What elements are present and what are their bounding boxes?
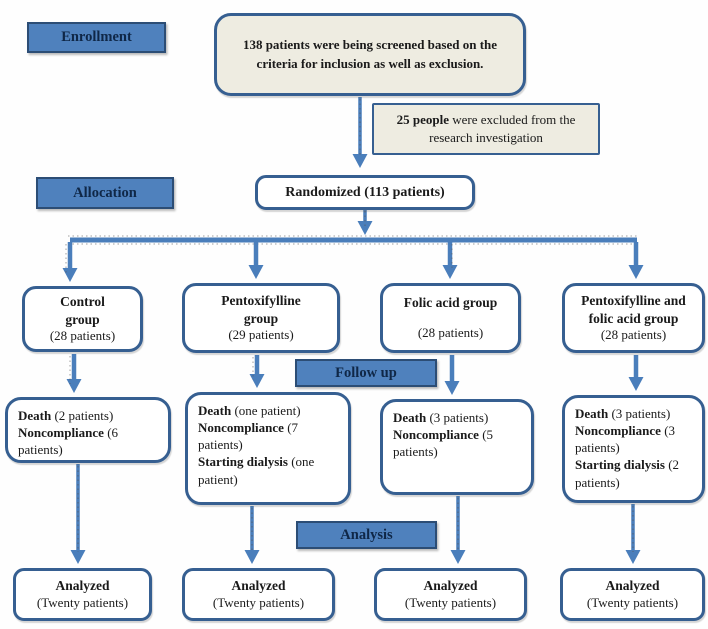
followup-line: Starting dialysis (2 patients): [575, 457, 680, 490]
group-count: (29 patients): [228, 327, 294, 343]
stage-label-follow-up-text: Follow up: [335, 364, 397, 381]
group-title: Folic acid group: [403, 295, 498, 311]
followup-line: Death (3 patients): [393, 410, 489, 425]
group-box-folic-acid: Folic acid group (28 patients): [380, 283, 521, 353]
group-title: Pentoxifylline group: [221, 293, 301, 326]
group-box-control: Control group (28 patients): [22, 286, 143, 352]
followup-box-pentoxifylline: Death (one patient) Noncompliance (7 pat…: [185, 392, 351, 505]
group-count: (28 patients): [600, 327, 667, 343]
followup-box-pentoxifylline-folic: Death (3 patients) Noncompliance (3 pati…: [562, 395, 705, 503]
group-box-pentoxifylline-folic: Pentoxifylline and folic acid group (28 …: [562, 283, 705, 353]
followup-line: Noncompliance (7 patients): [198, 420, 299, 453]
analyzed-box-pentoxifylline-folic: Analyzed (Twenty patients): [560, 568, 705, 621]
screening-text: 138 patients were being screened based o…: [242, 36, 498, 71]
followup-line: Noncompliance (3 patients): [575, 423, 676, 456]
analyzed-count: (Twenty patients): [404, 594, 497, 610]
followup-line: Starting dialysis (one patient): [198, 454, 315, 487]
analyzed-count: (Twenty patients): [586, 594, 679, 610]
analyzed-title: Analyzed: [605, 578, 660, 594]
excluded-rest: were excluded from the research investig…: [429, 112, 576, 145]
group-title: Pentoxifylline and folic acid group: [581, 293, 686, 326]
stage-label-allocation: Allocation: [36, 177, 174, 209]
analyzed-title: Analyzed: [423, 578, 478, 594]
stage-label-analysis: Analysis: [296, 521, 437, 549]
excluded-count: 25 people: [396, 112, 450, 128]
followup-box-folic-acid: Death (3 patients) Noncompliance (5 pati…: [380, 399, 534, 495]
followup-box-control: Death (2 patients) Noncompliance (6 pati…: [5, 397, 171, 463]
analyzed-box-folic-acid: Analyzed (Twenty patients): [374, 568, 527, 621]
stage-label-analysis-text: Analysis: [340, 526, 393, 543]
group-box-pentoxifylline: Pentoxifylline group (29 patients): [182, 283, 340, 353]
analyzed-box-control: Analyzed (Twenty patients): [13, 568, 152, 621]
analyzed-title: Analyzed: [55, 578, 110, 594]
analyzed-box-pentoxifylline: Analyzed (Twenty patients): [182, 568, 335, 621]
stage-label-enrollment: Enrollment: [27, 22, 166, 53]
followup-line: Death (2 patients): [18, 408, 114, 423]
group-count: (28 patients): [417, 324, 484, 340]
stage-label-allocation-text: Allocation: [73, 184, 137, 201]
analyzed-count: (Twenty patients): [36, 594, 129, 610]
group-count: (28 patients): [49, 328, 116, 344]
excluded-box: 25 people were excluded from the researc…: [372, 103, 600, 155]
randomized-box: Randomized (113 patients): [255, 175, 475, 210]
excluded-text: 25 people were excluded from the researc…: [382, 111, 590, 146]
group-title: Control group: [60, 294, 105, 327]
stage-label-follow-up: Follow up: [295, 359, 437, 387]
followup-line: Death (one patient): [198, 403, 301, 418]
screening-box: 138 patients were being screened based o…: [214, 13, 526, 96]
stage-label-enrollment-text: Enrollment: [61, 29, 132, 45]
followup-line: Noncompliance (6 patients): [18, 425, 119, 458]
followup-line: Noncompliance (5 patients): [393, 427, 494, 460]
randomized-text: Randomized (113 patients): [285, 184, 445, 200]
analyzed-title: Analyzed: [231, 578, 286, 594]
followup-line: Death (3 patients): [575, 406, 671, 421]
analyzed-count: (Twenty patients): [212, 594, 305, 610]
